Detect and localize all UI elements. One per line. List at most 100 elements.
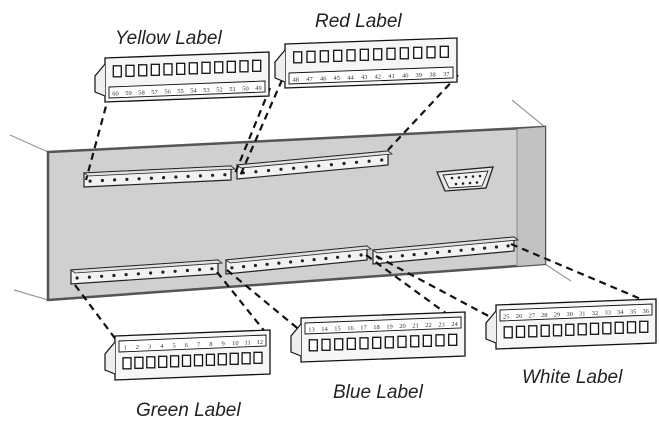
red-label-strip xyxy=(288,66,454,85)
screw-terminal xyxy=(87,275,91,279)
screw-terminal xyxy=(124,273,128,277)
terminal-window xyxy=(540,324,550,337)
terminal-window xyxy=(125,64,135,77)
terminal-window xyxy=(333,49,343,62)
screw-terminal xyxy=(88,179,92,183)
screw-terminal xyxy=(198,268,202,272)
pin-number: 16 xyxy=(347,325,354,332)
terminal-window xyxy=(565,323,575,336)
screw-terminal xyxy=(354,160,359,164)
white-label-strip xyxy=(499,303,653,322)
pin-number: 56 xyxy=(164,88,171,95)
terminal-window xyxy=(176,62,186,75)
screw-terminal xyxy=(300,259,304,263)
screw-terminal xyxy=(292,166,296,170)
screw-terminal xyxy=(277,261,281,265)
terminal-window xyxy=(552,324,563,337)
terminal-window xyxy=(435,334,445,347)
terminal-window xyxy=(626,321,637,334)
panel-strip-yellow xyxy=(82,165,237,188)
pin-number: 33 xyxy=(604,309,611,316)
pin-number: 43 xyxy=(361,74,368,81)
pin-number: 29 xyxy=(554,311,561,318)
pin-number: 41 xyxy=(388,73,395,80)
screw-terminal xyxy=(312,258,316,262)
terminal-window xyxy=(217,353,227,366)
screw-terminal xyxy=(161,270,165,274)
terminal-window xyxy=(150,63,160,76)
pin-number: 30 xyxy=(566,311,573,318)
terminal-window xyxy=(359,48,369,61)
screw-terminal xyxy=(174,175,178,179)
blue-leader-left xyxy=(226,269,303,333)
screw-terminal xyxy=(210,267,214,271)
screw-terminal xyxy=(266,168,271,173)
screw-terminal xyxy=(186,174,190,178)
pin-number: 23 xyxy=(438,321,445,328)
pin-number: 54 xyxy=(190,87,197,94)
pin-number: 10 xyxy=(232,340,239,347)
pin-number: 25 xyxy=(503,313,510,320)
screw-terminal xyxy=(136,272,140,276)
pin-number: 60 xyxy=(112,90,119,97)
pin-number: 31 xyxy=(579,310,586,317)
screw-terminal xyxy=(149,271,153,275)
terminal-window xyxy=(639,320,649,333)
pin-number: 21 xyxy=(412,322,419,329)
screw-terminal xyxy=(494,245,498,249)
panel-strip-blue xyxy=(224,245,373,275)
pin-number: 9 xyxy=(221,340,224,347)
screw-terminal xyxy=(211,173,215,177)
pin-number: 15 xyxy=(334,325,341,332)
terminal-window xyxy=(399,47,409,60)
screw-terminal xyxy=(424,251,428,256)
terminal-window xyxy=(321,338,331,351)
terminal-window xyxy=(448,333,458,346)
terminal-window xyxy=(426,46,436,59)
terminal-window xyxy=(346,337,356,350)
terminal-window xyxy=(293,51,303,64)
pin-number: 49 xyxy=(255,85,262,92)
screw-terminal xyxy=(254,170,258,174)
yellow-leader-right xyxy=(232,87,272,177)
screw-terminal xyxy=(279,167,283,171)
pin-number: 47 xyxy=(306,76,313,83)
yellow-leader-left xyxy=(84,94,111,181)
terminal-window xyxy=(528,325,538,338)
pin-number: 53 xyxy=(203,87,210,94)
pin-number: 59 xyxy=(125,90,132,97)
terminal-window xyxy=(252,59,262,72)
terminal-window xyxy=(188,62,198,75)
terminal-window xyxy=(134,356,144,369)
enclosure-side-flange xyxy=(517,127,545,266)
green-leader-right xyxy=(216,271,271,339)
db9-connector xyxy=(436,166,494,192)
terminal-window xyxy=(122,357,132,370)
pin-number: 52 xyxy=(216,86,223,93)
terminal-window xyxy=(515,325,526,338)
pin-number: 51 xyxy=(229,86,236,93)
pin-number: 12 xyxy=(257,339,264,346)
pin-number: 4 xyxy=(160,343,164,350)
screw-terminal xyxy=(185,268,189,273)
screw-terminal xyxy=(265,262,269,266)
screw-terminal xyxy=(347,254,351,258)
terminal-window xyxy=(422,334,432,347)
white-leader-left xyxy=(375,255,497,321)
blue-label-caption: Blue Label xyxy=(333,382,424,403)
pin-number: 58 xyxy=(138,89,145,96)
screw-terminal xyxy=(112,273,116,278)
screw-terminal xyxy=(149,176,153,180)
screw-terminal xyxy=(412,253,416,257)
terminal-window xyxy=(201,61,211,74)
screw-terminal xyxy=(324,256,328,261)
terminal-window xyxy=(334,338,344,351)
pin-number: 50 xyxy=(242,85,249,92)
leader-lines xyxy=(74,74,656,346)
pin-number: 32 xyxy=(592,310,599,317)
white-label-caption: White Label xyxy=(522,367,623,388)
